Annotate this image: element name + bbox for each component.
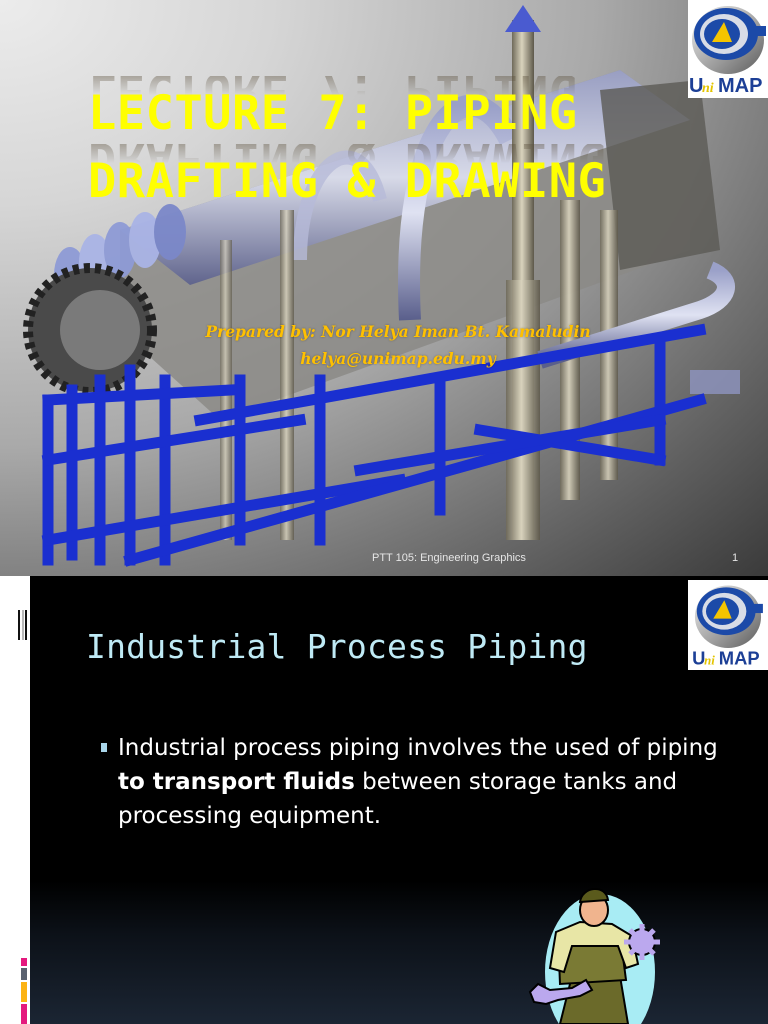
title-line-2: DRAFTING & DRAWING	[88, 148, 688, 216]
title-line-1: LECTURE 7: PIPING	[88, 80, 688, 148]
slide-number: 1	[732, 552, 739, 564]
bullet-text-bold: to transport fluids	[118, 769, 355, 795]
side-bar-2	[21, 968, 27, 980]
unimap-logo-icon: U ni MAP	[692, 585, 763, 668]
bullet-item: Industrial process piping involves the u…	[101, 731, 738, 833]
svg-text:ni: ni	[702, 81, 714, 96]
side-bar-line	[18, 610, 20, 640]
svg-text:MAP: MAP	[719, 647, 760, 668]
slide-2-title: Industrial Process Piping	[86, 627, 588, 666]
course-name: PTT 105: Engineering Graphics	[372, 552, 526, 564]
svg-text:U: U	[692, 647, 705, 668]
slide-2-content: Industrial Process Piping Industrial pro…	[30, 576, 768, 1024]
svg-text:U: U	[689, 75, 703, 97]
svg-text:MAP: MAP	[718, 75, 762, 97]
unimap-logo: U ni MAP	[688, 0, 768, 98]
side-bar-line	[25, 610, 27, 640]
unimap-logo-icon: U ni MAP	[689, 6, 766, 97]
slide-1-title: LECTURE 7: PIPING DRAFTING & DRAWING Pre…	[0, 0, 768, 576]
side-bar-1	[21, 958, 27, 966]
bullet-square-icon	[101, 743, 107, 752]
bullet-text-after: between storage tanks and processing equ…	[118, 769, 678, 829]
side-bar-line	[22, 610, 24, 640]
bullet-list: Industrial process piping involves the u…	[101, 731, 738, 833]
side-bar-3	[21, 982, 27, 1002]
prepared-by-text: Prepared by: Nor Helya Iman Bt. Kamaludi…	[205, 322, 591, 341]
bullet-text-before: Industrial process piping involves the u…	[118, 735, 718, 761]
slide-2-side-strip	[0, 576, 30, 1024]
side-bar-4	[21, 1004, 27, 1024]
slide-footer: PTT 105: Engineering Graphics 1	[0, 548, 768, 570]
author-block: Prepared by: Nor Helya Iman Bt. Kamaludi…	[188, 318, 608, 372]
unimap-logo: U ni MAP	[688, 580, 768, 670]
mechanic-clipart-icon	[528, 888, 660, 1024]
slide-1-title-text: LECTURE 7: PIPING DRAFTING & DRAWING	[88, 80, 688, 216]
author-email: helya@unimap.edu.my	[300, 349, 496, 368]
svg-text:ni: ni	[704, 653, 715, 667]
